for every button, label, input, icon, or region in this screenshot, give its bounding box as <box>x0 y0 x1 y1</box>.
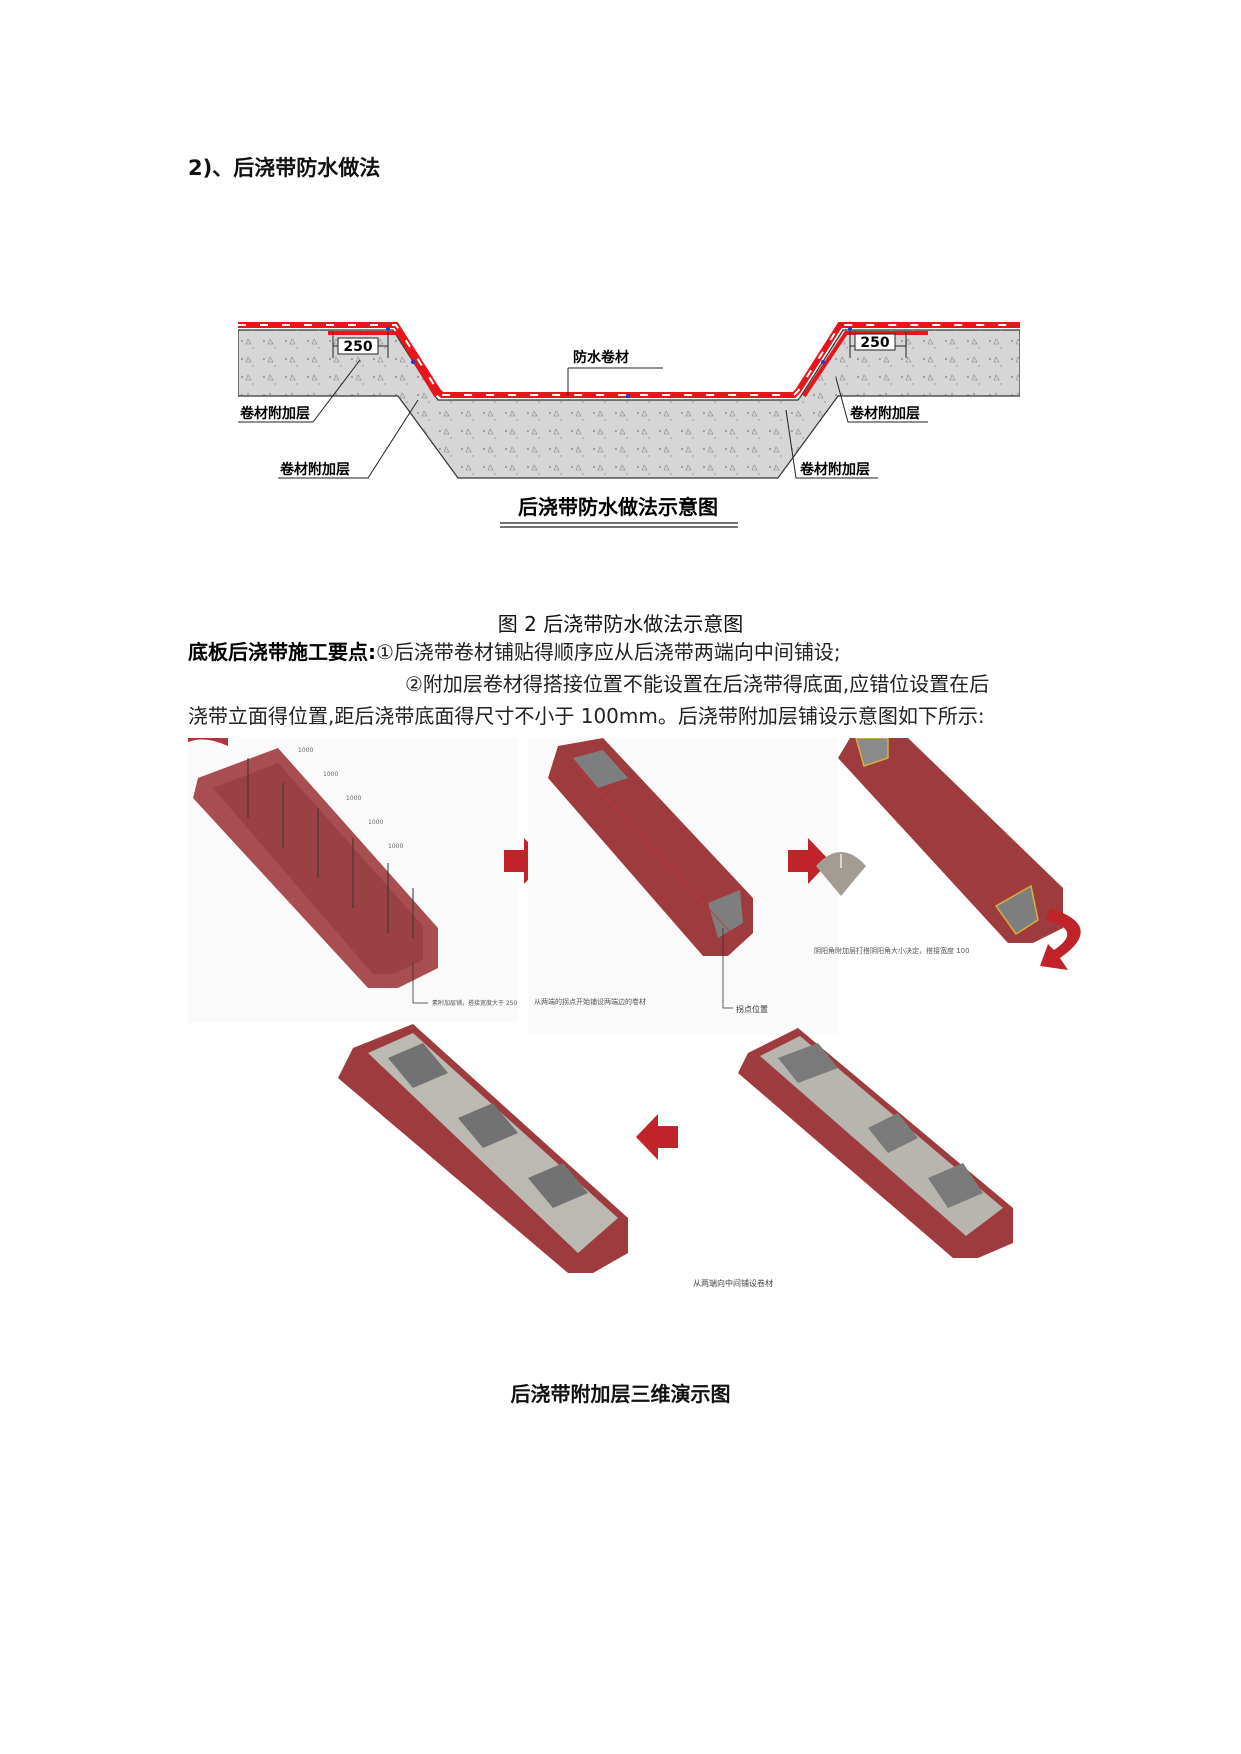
label-right-upper: 卷材附加层 <box>849 405 920 422</box>
paragraph-lead: 底板后浇带施工要点: <box>188 640 376 664</box>
panel1-note: 素附加层铺，搭接宽度大于 250 <box>432 999 518 1007</box>
figure-caption: 图 2 后浇带防水做法示意图 <box>497 612 744 636</box>
label-membrane: 防水卷材 <box>573 349 629 366</box>
arrow-right-icon <box>504 838 546 884</box>
post-pour-strip-section-diagram: 250 250 防水卷材 卷材附加层 卷材附加层 卷材附加层 卷材附加层 后浇带… <box>238 322 1020 528</box>
render-panel-5 <box>338 1024 628 1273</box>
figure-caption-3d: 后浇带附加层三维演示图 <box>510 1382 731 1406</box>
arrow-left-icon <box>636 1114 678 1160</box>
dimension-left: 250 <box>343 339 372 355</box>
dim-3: 1000 <box>346 795 361 802</box>
3d-demo-renders: 1000 1000 1000 1000 1000 素附加层铺，搭接宽度大于 25… <box>188 738 1081 1288</box>
section-heading: 2)、后浇带防水做法 <box>188 156 381 180</box>
diagram-title: 后浇带防水做法示意图 <box>518 495 718 519</box>
dim-5: 1000 <box>388 843 403 850</box>
paragraph-line-3: 浇带立面得位置,距后浇带底面得尺寸不小于 100mm。后浇带附加层铺设示意图如下… <box>188 704 985 728</box>
arrow-right-icon <box>788 838 830 884</box>
label-left-lower: 卷材附加层 <box>279 461 350 478</box>
label-left-upper: 卷材附加层 <box>239 405 310 422</box>
label-right-lower: 卷材附加层 <box>799 461 870 478</box>
dim-2: 1000 <box>323 771 338 778</box>
dim-1: 1000 <box>298 747 313 754</box>
panel3-note: 阴阳角附加层打搭阴阳角大小决定，搭接宽度 100 <box>814 946 970 955</box>
panel2-pointer: 拐点位置 <box>736 1004 768 1014</box>
panel5-note: 从两端向中间铺设卷材 <box>693 1278 773 1288</box>
panel2-note: 从两端的拐点开始铺设两端边的卷材 <box>534 997 646 1006</box>
render-panel-3: 阴阳角附加层打搭阴阳角大小决定，搭接宽度 100 <box>814 738 1063 955</box>
paragraph-text-1: ①后浇带卷材铺贴得顺序应从后浇带两端向中间铺设; <box>376 640 841 664</box>
render-panel-4: 从两端向中间铺设卷材 <box>693 1028 1013 1288</box>
dim-4: 1000 <box>368 819 383 826</box>
render-panel-2: 从两端的拐点开始铺设两端边的卷材 拐点位置 <box>528 738 838 1033</box>
dimension-right: 250 <box>860 335 889 351</box>
render-panel-1: 1000 1000 1000 1000 1000 素附加层铺，搭接宽度大于 25… <box>188 738 518 1023</box>
curved-arrow-icon <box>1040 908 1081 970</box>
paragraph-line-2: ②附加层卷材得搭接位置不能设置在后浇带得底面,应错位设置在后 <box>405 672 990 696</box>
paragraph-line-1: 底板后浇带施工要点:①后浇带卷材铺贴得顺序应从后浇带两端向中间铺设; <box>188 636 841 668</box>
